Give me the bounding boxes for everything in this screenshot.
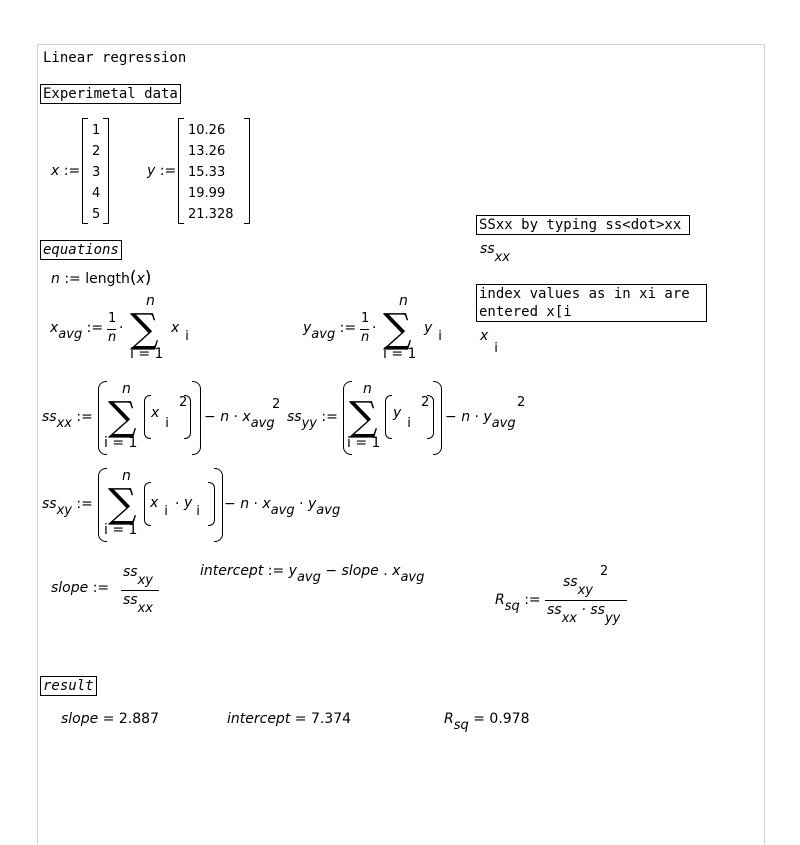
heading-experimental-data: Experimetal data bbox=[40, 84, 181, 104]
result-r-squared: Rsq = 0.978 bbox=[444, 711, 530, 733]
note-ssxx-typing: SSxx by typing ss<dot>xx bbox=[476, 215, 690, 235]
equation-r-squared: Rsq := ssxy 2 ssxx · ssyy bbox=[495, 562, 645, 632]
worksheet-title: Linear regression bbox=[43, 50, 187, 66]
equation-ss-xy: ssxy := n ∑ i = 1 xi · yi − n · xavg · y… bbox=[42, 468, 352, 543]
x-cell: 1 bbox=[92, 123, 101, 138]
equation-intercept: intercept := yavg − slope . xavg bbox=[200, 563, 425, 585]
x-cell: 5 bbox=[92, 207, 101, 222]
y-cell: 10.26 bbox=[188, 123, 226, 138]
equation-ss-xx: ssxx := n ∑ i = 1 xi 2 − n · xavg 2 bbox=[42, 381, 282, 456]
equation-slope: slope := ssxy ssxx bbox=[51, 562, 181, 622]
equation-y-avg: yavg := 1 n · n ∑ i = 1 yi bbox=[303, 293, 442, 362]
heading-equations: equations bbox=[40, 240, 122, 260]
y-cell: 21.328 bbox=[188, 207, 234, 222]
note-index-values: index values as in xi are entered x[i bbox=[476, 284, 707, 322]
equation-n-length: n := length(x) bbox=[51, 268, 152, 288]
x-cell: 4 bbox=[92, 186, 101, 201]
y-definition-label: y := bbox=[147, 163, 177, 179]
equation-ss-yy: ssyy := n ∑ i = 1 yi 2 − n · yavg 2 bbox=[287, 381, 537, 456]
worksheet bbox=[37, 44, 765, 845]
y-vector: 10.26 13.26 15.33 19.99 21.328 bbox=[178, 118, 250, 224]
x-cell: 3 bbox=[92, 165, 101, 180]
x-cell: 2 bbox=[92, 144, 101, 159]
xi-example: xi bbox=[480, 328, 498, 356]
y-cell: 19.99 bbox=[188, 186, 226, 201]
result-slope-value: 2.887 bbox=[118, 711, 159, 727]
y-cell: 13.26 bbox=[188, 144, 226, 159]
equation-x-avg: xavg := 1 n · n ∑ i = 1 xi bbox=[50, 293, 189, 362]
result-intercept: intercept = 7.374 bbox=[227, 711, 352, 727]
result-r-squared-value: 0.978 bbox=[489, 711, 530, 727]
ssxx-example: ssxx bbox=[480, 241, 510, 265]
result-intercept-value: 7.374 bbox=[310, 711, 352, 727]
y-cell: 15.33 bbox=[188, 165, 226, 180]
heading-result: result bbox=[40, 676, 97, 696]
result-slope: slope = 2.887 bbox=[61, 711, 159, 727]
x-definition-label: x := bbox=[51, 163, 81, 179]
x-vector: 1 2 3 4 5 bbox=[82, 118, 109, 224]
